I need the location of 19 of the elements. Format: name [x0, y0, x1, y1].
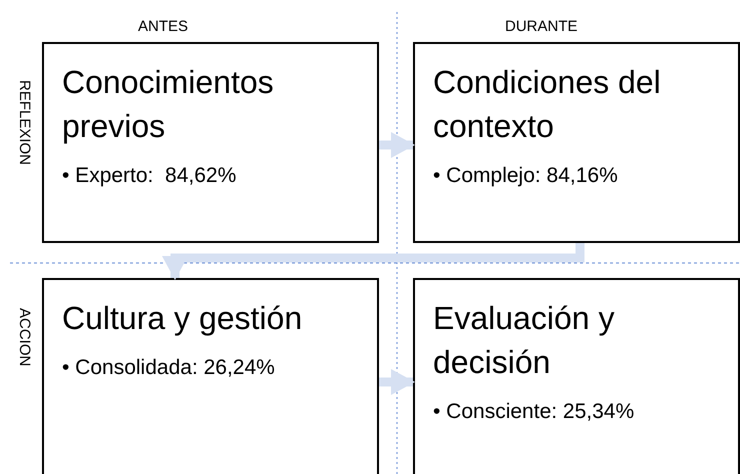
bullet-item: • Experto: 84,62%	[62, 163, 238, 189]
flow-arrow	[162, 243, 584, 280]
text-box	[42, 42, 379, 243]
axis-label: DURANTE	[505, 19, 578, 34]
axis-label: REFLEXION	[17, 80, 32, 166]
box-heading: Conocimientos previos	[62, 63, 275, 146]
flow-arrow	[379, 369, 415, 395]
box-heading: Cultura y gestión	[62, 299, 304, 338]
bullet-item: • Consolidada: 26,24%	[62, 355, 276, 381]
axis-label: ACCION	[17, 308, 32, 366]
axis-label: ANTES	[138, 19, 188, 34]
bullet-item: • Complejo: 84,16%	[433, 163, 619, 189]
text-box	[413, 278, 740, 474]
flow-arrow	[379, 132, 415, 158]
box-heading: Evaluación y decisión	[433, 299, 616, 382]
text-box	[42, 278, 379, 474]
bullet-item: • Consciente: 25,34%	[433, 399, 636, 425]
text-box	[413, 42, 740, 243]
box-heading: Condiciones del contexto	[433, 63, 662, 146]
